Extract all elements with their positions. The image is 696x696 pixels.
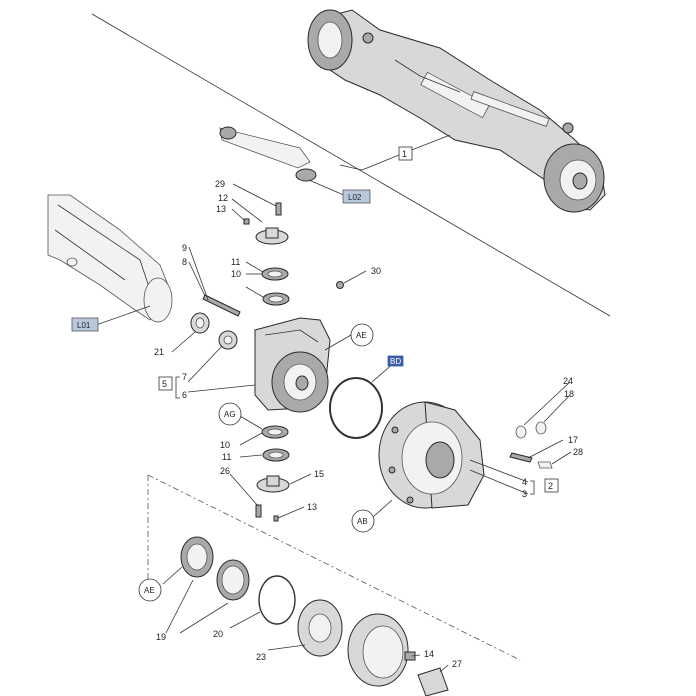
callout-28: 26 [220, 466, 230, 476]
callout-15: 15 [314, 469, 324, 479]
callout-labels: 29 12 13 9 8 11 10 30 21 7 6 10 11 15 26… [154, 179, 583, 669]
callout-20: 20 [213, 629, 223, 639]
section-divider-line [91, 13, 611, 317]
leader-lines [95, 134, 572, 673]
callout-26: 21 [154, 347, 164, 357]
callout-23: 14 [424, 649, 434, 659]
callout-11-lower: 11 [222, 452, 231, 462]
callout-19: 19 [156, 632, 166, 642]
callout-6: 6 [182, 390, 187, 400]
tie-rod-drawing [219, 126, 317, 182]
boxed-callouts: 1 5 2 [158, 146, 559, 493]
callout-1-box: 1 [402, 149, 407, 159]
o-ring-drawing [329, 377, 383, 439]
callout-27: 24 [563, 376, 573, 386]
tag-l02: L02 [348, 193, 362, 202]
callout-12: 12 [218, 193, 228, 203]
steering-knuckle-drawing [254, 317, 331, 413]
callout-5-box: 5 [162, 379, 167, 389]
callout-21: 23 [256, 652, 266, 662]
lower-pin-parts [255, 425, 290, 522]
wheel-hub-drawing [378, 401, 485, 509]
callout-14: 29 [215, 179, 225, 189]
circle-tags: AE AG AB AE [138, 323, 375, 602]
callout-10-upper: 10 [231, 269, 241, 279]
callout-13-upper: 13 [216, 204, 226, 214]
callout-7: 7 [182, 372, 187, 382]
tag-ag: AG [224, 410, 236, 419]
callout-24: 27 [452, 659, 462, 669]
callout-30: 30 [371, 266, 381, 276]
axle-housing-drawing [47, 194, 173, 323]
callout-17: 17 [568, 435, 578, 445]
callout-18: 18 [564, 389, 574, 399]
lower-seal-parts [180, 536, 449, 696]
callout-10-lower: 10 [220, 440, 230, 450]
callout-29: 28 [573, 447, 583, 457]
tag-l01: L01 [77, 321, 91, 330]
callout-11-upper: 11 [231, 257, 240, 267]
dashed-boundary-diagonal [147, 474, 521, 661]
hub-fastener-parts [509, 421, 553, 469]
callout-8: 8 [182, 257, 187, 267]
callout-3: 3 [522, 489, 527, 499]
tag-ae-lower: AE [144, 586, 155, 595]
tag-ab: AB [357, 517, 368, 526]
callout-9: 9 [182, 243, 187, 253]
reference-tags: L02 L01 BD [71, 189, 404, 367]
callout-13-lower: 13 [307, 502, 317, 512]
bushing-parts [190, 294, 241, 350]
callout-2-box: 2 [548, 481, 553, 491]
upper-pin-parts [243, 202, 344, 306]
axle-assembly-drawing [307, 9, 606, 213]
tag-bd: BD [390, 357, 401, 366]
callout-4: 4 [522, 477, 527, 487]
tag-ae-upper: AE [356, 331, 367, 340]
